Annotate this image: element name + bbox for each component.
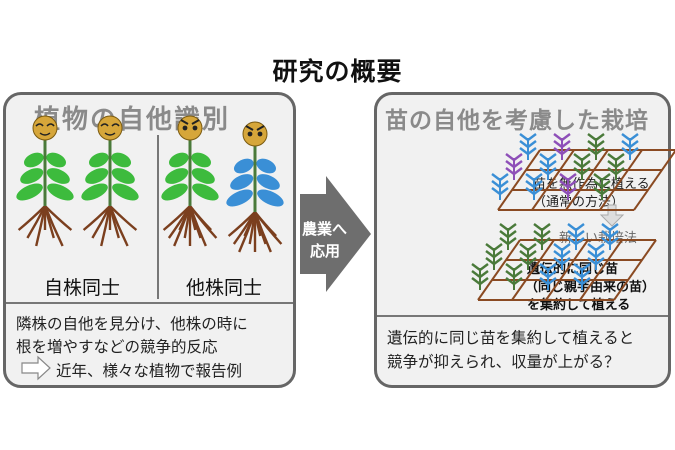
grouped-planting-line2: （同じ親芋由来の苗） (525, 280, 656, 295)
plant-divider (157, 135, 159, 299)
left-desc-line3: 近年、様々な植物で報告例 (56, 362, 243, 380)
panel-divider (6, 302, 293, 304)
arrow-text-line2: 応用 (310, 242, 341, 260)
page-title: 研究の概要 (272, 57, 403, 86)
right-desc-line2: 競争が抑えられ、収量が上がる？ (387, 353, 620, 371)
new-method-label: 新しい栽培法 (559, 231, 638, 246)
self-label: 自株同士 (44, 277, 121, 299)
right-desc-line1: 遺伝的に同じ苗を集約して植えると (387, 329, 635, 347)
random-planting-line1: 苗を無作為に植える (533, 177, 650, 192)
self-other-recognition-panel: 植物の自他識別 自株同士 他株同士 隣株の自他を見分け、他株の時に 根を増やすな… (3, 92, 296, 388)
cultivation-panel: 苗の自他を考慮した栽培 苗を無作為に植える （通常の方法） 新しい栽培法 遺伝的… (374, 92, 671, 388)
left-heading: 植物の自他識別 (34, 105, 231, 135)
panel-divider (377, 315, 668, 317)
other-label: 他株同士 (186, 277, 263, 299)
arrow-text-line1: 農業へ (302, 220, 348, 238)
grouped-planting-line3: を集約して植える (527, 298, 631, 313)
left-desc-line2: 根を増やすなどの競争的反応 (16, 338, 218, 356)
grouped-planting-line1: 遺伝的に同じ苗 (527, 262, 619, 277)
random-planting-line2: （通常の方法） (533, 195, 625, 210)
right-heading: 苗の自他を考慮した栽培 (385, 108, 649, 134)
left-desc-line1: 隣株の自他を見分け、他株の時に (16, 315, 248, 333)
